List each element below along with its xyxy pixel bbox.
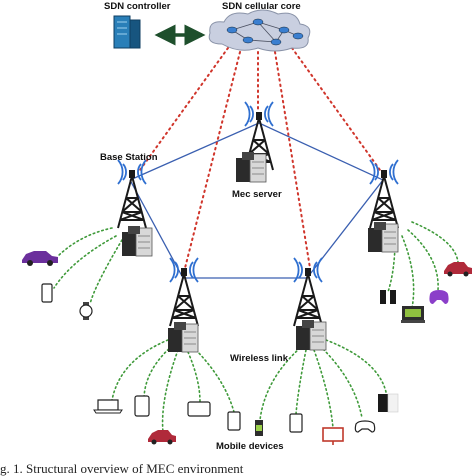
wearable-band-icon: [378, 393, 399, 413]
mec-server-label: Mec server: [232, 189, 282, 200]
smartwatch-icon: [79, 302, 93, 320]
wearable-band-icon: [255, 420, 263, 436]
server-icon: [295, 319, 327, 351]
gamepad-icon: [354, 420, 376, 433]
laptop-icon: [93, 399, 123, 414]
server-icon: [235, 151, 267, 183]
core-links: [139, 47, 381, 269]
mobile-devices-label: Mobile devices: [216, 441, 284, 452]
monitor-icon: [322, 427, 344, 445]
base-station-label: Base Station: [100, 152, 158, 163]
smartphone-icon: [289, 413, 303, 433]
tablet-icon: [227, 411, 241, 431]
cell-tower-icon: [293, 257, 323, 327]
car-icon: [444, 262, 472, 277]
laptop-icon: [401, 306, 425, 323]
cell-tower-icon: [169, 257, 199, 327]
server-icon: [167, 321, 199, 353]
sdn-core-label: SDN cellular core: [222, 1, 301, 12]
monitor-icon: [187, 401, 211, 417]
cell-tower-icon: [117, 159, 147, 229]
server-icon: [367, 221, 399, 253]
wearable-band-icon: [380, 290, 396, 304]
network-cloud-icon: [208, 9, 311, 52]
cell-tower-icon: [369, 159, 399, 229]
tablet-icon: [134, 395, 150, 417]
car-icon: [148, 430, 176, 445]
car-icon: [22, 251, 58, 266]
sdn-controller-icon: [113, 15, 141, 49]
figure-caption: g. 1. Structural overview of MEC environ…: [0, 461, 244, 476]
wireless-link-label: Wireless link: [230, 353, 288, 364]
gamepad-icon: [429, 290, 449, 304]
smartphone-icon: [41, 283, 53, 303]
server-icon: [121, 225, 153, 257]
sdn-controller-label: SDN controller: [104, 1, 171, 12]
